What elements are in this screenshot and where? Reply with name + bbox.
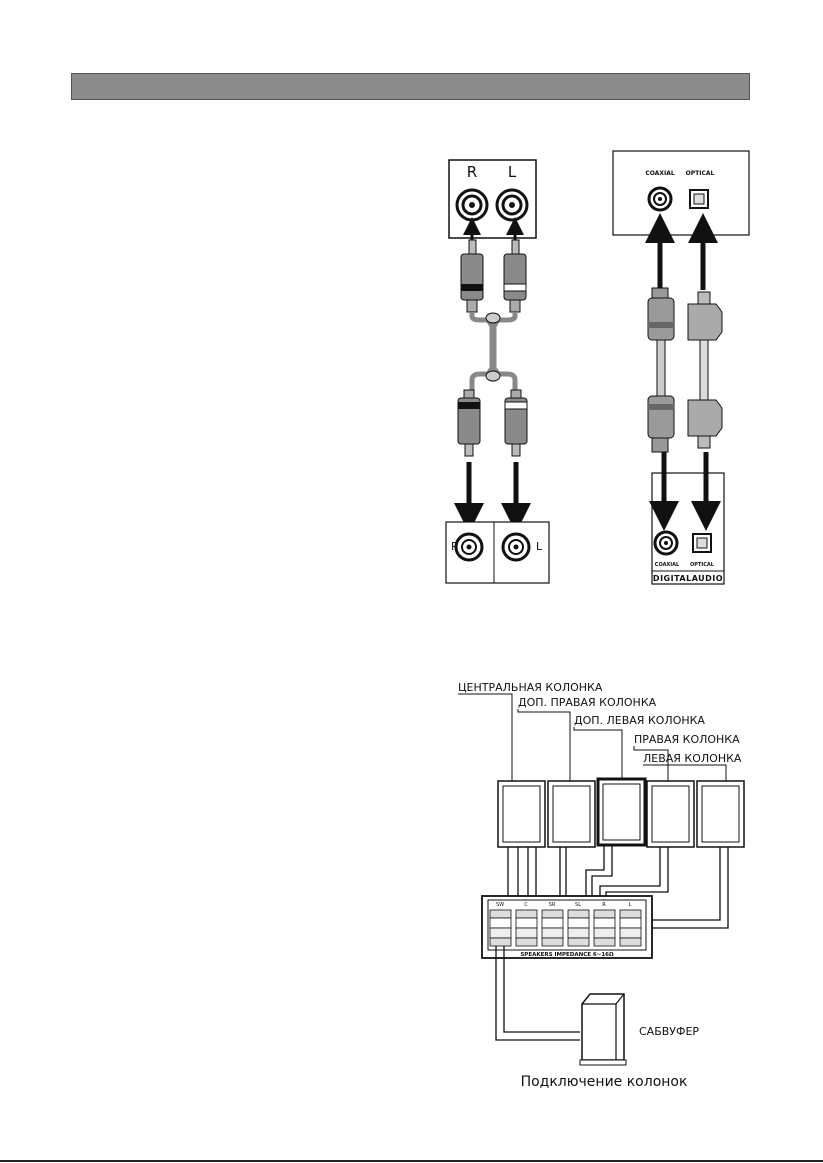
rca-jack-left-icon <box>497 190 527 220</box>
bottom-coaxial-label: COAXIAL <box>655 562 680 568</box>
svg-text:SW: SW <box>496 902 504 908</box>
coaxial-jack-icon <box>649 188 671 210</box>
page-bottom-rule <box>0 1160 823 1162</box>
terminal-panel-caption: SPEAKERS IMPEDANCE 6~16Ω <box>520 952 614 958</box>
cable-split-lower <box>486 371 500 381</box>
optical-input-icon <box>693 534 711 552</box>
rca-plug-upper-red-icon <box>461 240 483 312</box>
speaker-surround-left-icon <box>598 779 645 845</box>
rca-jack-right-icon <box>457 190 487 220</box>
speaker-label-center: ЦЕНТРАЛЬНАЯ КОЛОНКА <box>458 681 603 694</box>
rca-plug-lower-white-icon <box>505 390 527 456</box>
top-optical-label: OPTICAL <box>686 170 715 177</box>
top-coaxial-label: COAXIAL <box>645 170 674 177</box>
speaker-connection-diagram: ЦЕНТРАЛЬНАЯ КОЛОНКА ДОП. ПРАВАЯ КОЛОНКА … <box>458 681 744 1090</box>
speaker-diagram-caption: Подключение колонок <box>521 1074 688 1090</box>
optical-cable-icon <box>688 292 722 448</box>
rca-input-left-icon <box>503 534 529 560</box>
optical-jack-icon <box>690 190 708 208</box>
coaxial-input-icon <box>655 532 677 554</box>
speaker-left-icon <box>697 781 744 847</box>
analog-connection-diagram: R L <box>446 160 549 583</box>
digital-top-panel <box>613 151 749 235</box>
svg-text:SR: SR <box>549 902 556 908</box>
speaker-label-surround-left: ДОП. ЛЕВАЯ КОЛОНКА <box>574 714 705 727</box>
speaker-center-icon <box>498 781 545 847</box>
speaker-label-right: ПРАВАЯ КОЛОНКА <box>634 733 740 746</box>
rca-input-right-icon <box>456 534 482 560</box>
svg-text:L: L <box>629 902 632 908</box>
subwoofer-label: САБВУФЕР <box>639 1025 699 1038</box>
jack-right-label: R <box>467 163 477 181</box>
rca-plug-lower-red-icon <box>458 390 480 456</box>
cable-split-upper <box>486 313 500 323</box>
coaxial-cable-icon <box>648 288 674 452</box>
svg-text:SL: SL <box>575 902 581 908</box>
svg-text:R: R <box>602 902 606 908</box>
subwoofer-wire-2 <box>504 946 580 1032</box>
digital-connection-diagram: COAXIAL OPTICAL <box>613 151 749 584</box>
bottom-left-label: L <box>536 540 543 553</box>
speaker-right-icon <box>647 781 694 847</box>
svg-text:C: C <box>524 902 528 908</box>
digital-audio-label: DIGITALAUDIO <box>653 574 723 583</box>
subwoofer-wire-1 <box>496 946 580 1040</box>
subwoofer-icon <box>580 994 626 1065</box>
rca-plug-upper-white-icon <box>504 240 526 312</box>
speaker-label-surround-right: ДОП. ПРАВАЯ КОЛОНКА <box>518 696 657 709</box>
speaker-label-left: ЛЕВАЯ КОЛОНКА <box>643 752 742 765</box>
jack-left-label: L <box>508 163 517 181</box>
speaker-surround-right-icon <box>548 781 595 847</box>
bottom-optical-label: OPTICAL <box>690 562 715 568</box>
